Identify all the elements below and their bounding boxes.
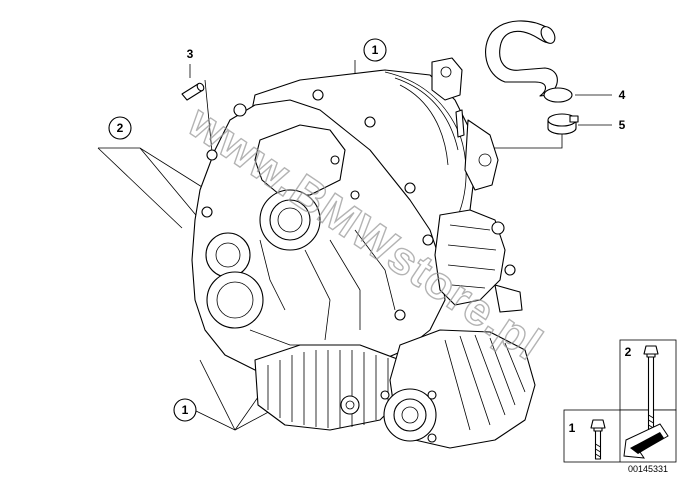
reference-number: 00145331 [628,464,668,474]
svg-text:4: 4 [619,88,626,102]
legend-item-2: 2 [625,345,632,359]
callout-4: 4 [619,88,626,102]
housing-bolts [201,89,434,374]
arrow-icon [623,423,669,459]
callout-5: 5 [619,118,626,132]
hose-clamp-part [547,113,579,135]
vent-hose-part [485,20,573,103]
svg-text:1: 1 [372,43,379,57]
legend-box: 2 1 00145331 [563,339,677,474]
short-bolt-icon [590,419,606,460]
callout-2: 2 [108,116,132,140]
svg-text:5: 5 [619,118,626,132]
callout-1-bottom: 1 [173,398,197,422]
dowel-pin-part [181,82,205,101]
callout-3: 3 [187,47,194,61]
transfer-case-housing [191,57,536,449]
svg-text:3: 3 [187,47,194,61]
legend-item-1: 1 [569,421,576,435]
callout-1-top: 1 [363,38,387,62]
svg-text:2: 2 [117,121,124,135]
svg-text:1: 1 [182,403,189,417]
long-bolt-icon [643,345,659,438]
